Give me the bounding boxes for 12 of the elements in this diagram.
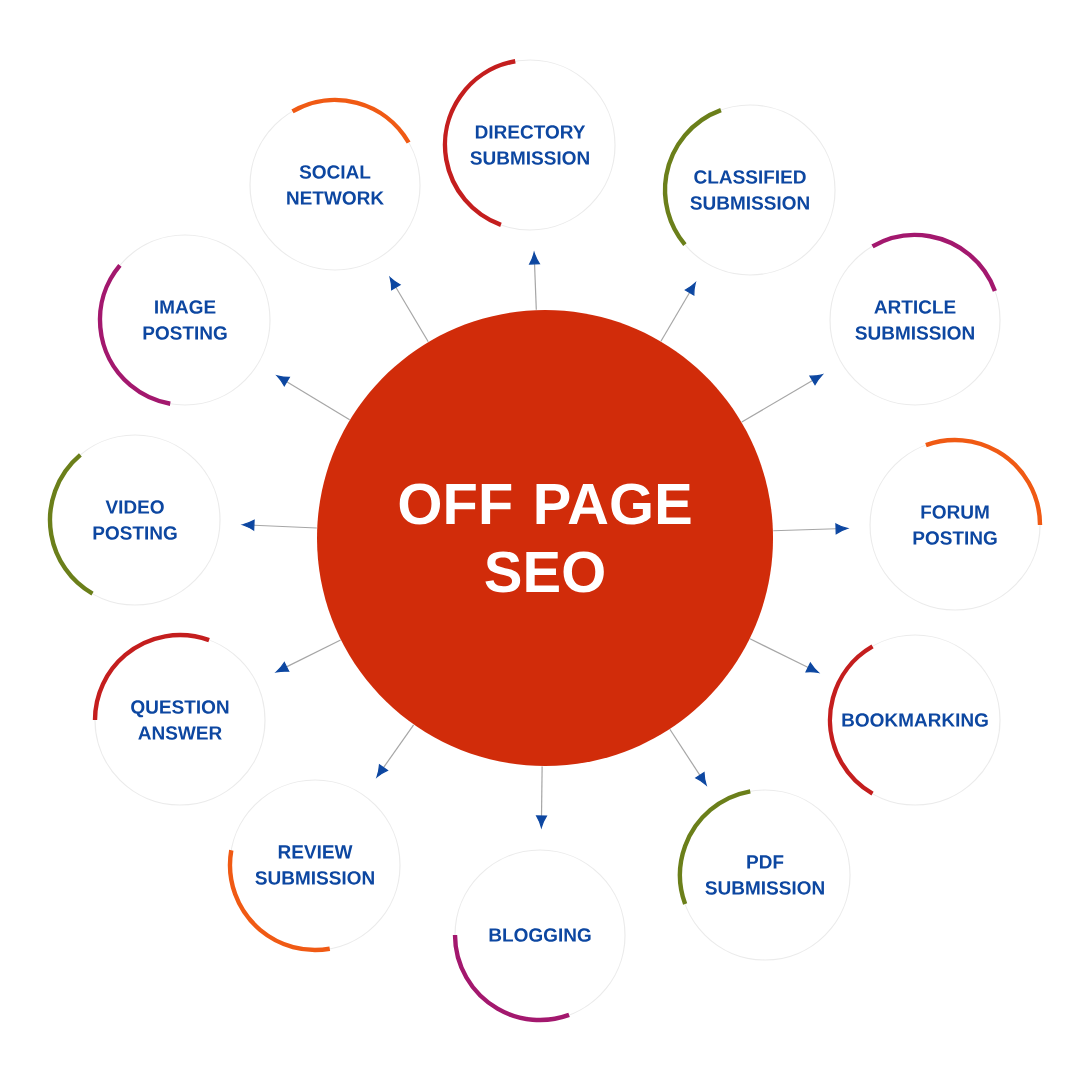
arrow — [276, 375, 351, 421]
arrow — [660, 282, 696, 342]
arrow — [275, 639, 342, 673]
arrow — [669, 728, 707, 786]
arrow — [749, 638, 819, 674]
arrow — [536, 765, 547, 828]
arrow — [389, 277, 429, 343]
arrow — [529, 252, 540, 311]
arrow — [772, 523, 848, 535]
arrow — [741, 374, 823, 423]
arrow — [376, 724, 415, 778]
arrow — [242, 519, 318, 531]
